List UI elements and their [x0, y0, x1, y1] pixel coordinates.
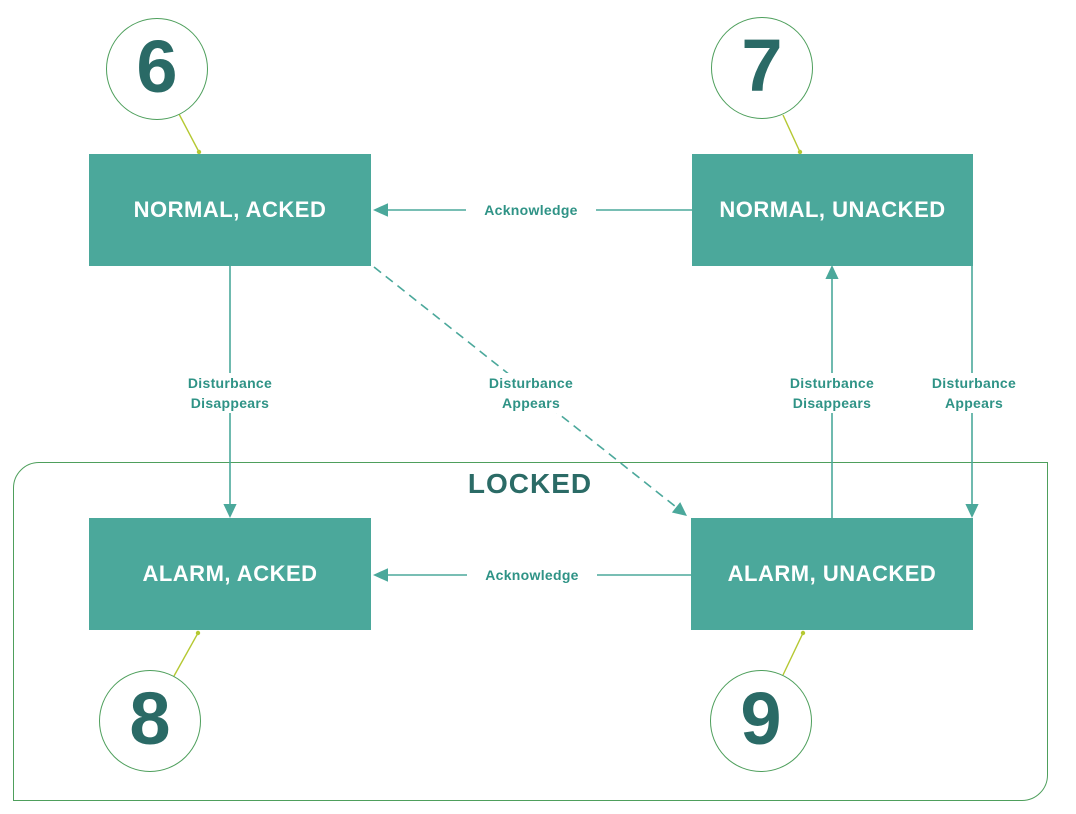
callout-dot-badge-8 — [195, 630, 201, 636]
badge-number-8: 8 — [129, 677, 171, 760]
badge-circle-9: 9 — [710, 670, 812, 772]
locked-group-title: LOCKED — [467, 468, 593, 499]
state-label-normal-unacked: NORMAL, UNACKED — [719, 197, 946, 222]
edge-label-disturbance-disappears-left: Disturbance Disappears — [160, 373, 300, 413]
edge-label-disturbance-appears-diagonal: Disturbance Appears — [461, 373, 601, 413]
state-label-normal-acked: NORMAL, ACKED — [133, 197, 327, 222]
arrowhead-disturbance-disappears-left — [223, 504, 237, 518]
badge-number-9: 9 — [740, 677, 782, 760]
connector-disturbance-appears-diagonal — [373, 266, 677, 508]
callout-dot-badge-6 — [196, 149, 202, 155]
edge-label-acknowledge-top: Acknowledge — [466, 200, 596, 220]
locked-group-container — [13, 462, 1048, 801]
state-box-alarm-unacked: ALARM, UNACKED — [691, 518, 973, 630]
callout-dot-badge-7 — [797, 149, 803, 155]
badge-number-7: 7 — [741, 24, 783, 107]
callout-dot-badge-9 — [800, 630, 806, 636]
callout-line-badge-8 — [173, 632, 199, 677]
state-box-alarm-acked: ALARM, ACKED — [89, 518, 371, 630]
badge-circle-8: 8 — [99, 670, 201, 772]
edge-label-disturbance-disappears-right: Disturbance Disappears — [762, 373, 902, 413]
badge-circle-6: 6 — [106, 18, 208, 120]
callout-line-badge-6 — [178, 113, 200, 153]
state-box-normal-unacked: NORMAL, UNACKED — [692, 154, 973, 266]
callout-line-badge-7 — [782, 114, 801, 153]
edge-label-disturbance-appears-right: Disturbance Appears — [904, 373, 1044, 413]
arrowhead-disturbance-appears-right — [965, 504, 979, 518]
state-label-alarm-unacked: ALARM, UNACKED — [727, 561, 937, 586]
arrowhead-acknowledge-top — [373, 203, 388, 217]
arrowhead-disturbance-disappears-right — [825, 265, 839, 279]
badge-circle-7: 7 — [711, 17, 813, 119]
badge-number-6: 6 — [136, 25, 178, 108]
arrowhead-acknowledge-bottom — [373, 568, 388, 582]
arrowhead-disturbance-appears-diagonal — [671, 502, 687, 516]
state-label-alarm-acked: ALARM, ACKED — [142, 561, 318, 586]
callout-line-badge-9 — [782, 632, 804, 676]
edge-label-acknowledge-bottom: Acknowledge — [467, 565, 597, 585]
state-box-normal-acked: NORMAL, ACKED — [89, 154, 371, 266]
